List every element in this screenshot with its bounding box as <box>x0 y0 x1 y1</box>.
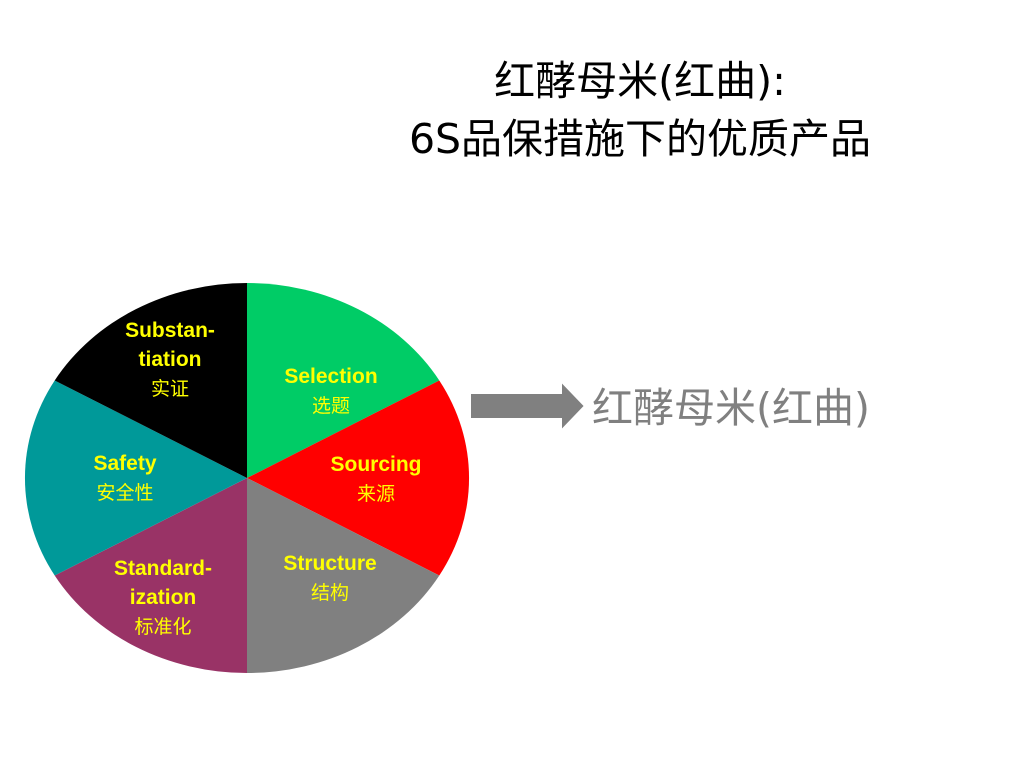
substantiation-cn-label: 实证 <box>151 378 189 400</box>
right-arrow-icon <box>469 378 587 434</box>
wheel-segment-standardization <box>54 478 248 673</box>
standardization-cn-label: 标准化 <box>134 616 191 638</box>
structure-label: Structure <box>283 552 376 575</box>
sourcing-label: Sourcing <box>330 453 421 476</box>
wheel-segment-structure <box>247 478 440 673</box>
wheel-segment-sourcing <box>247 380 470 576</box>
title-line-2: 6S品保措施下的优质产品 <box>408 115 872 163</box>
sourcing-cn-label: 来源 <box>357 483 395 505</box>
product-name: 红酵母米(红曲) <box>592 384 870 432</box>
selection-cn-label: 选题 <box>312 395 350 417</box>
selection-label: Selection <box>284 365 377 388</box>
safety-label: Safety <box>93 452 156 475</box>
wheel-segment-safety <box>24 380 248 576</box>
wheel-segment-substantiation <box>54 283 248 478</box>
structure-cn-label: 结构 <box>311 582 349 604</box>
wheel-segment-selection <box>247 282 440 478</box>
standardization-label-line-2: ization <box>130 586 197 609</box>
title-line-1: 红酵母米(红曲): <box>494 57 786 105</box>
safety-cn-label: 安全性 <box>96 482 153 504</box>
substantiation-label-line-2: tiation <box>139 348 202 371</box>
substantiation-label-line-1: Substan- <box>125 319 215 342</box>
standardization-label-line-1: Standard- <box>114 557 212 580</box>
slide-title: 红酵母米(红曲): 6S品保措施下的优质产品 <box>250 52 1024 168</box>
